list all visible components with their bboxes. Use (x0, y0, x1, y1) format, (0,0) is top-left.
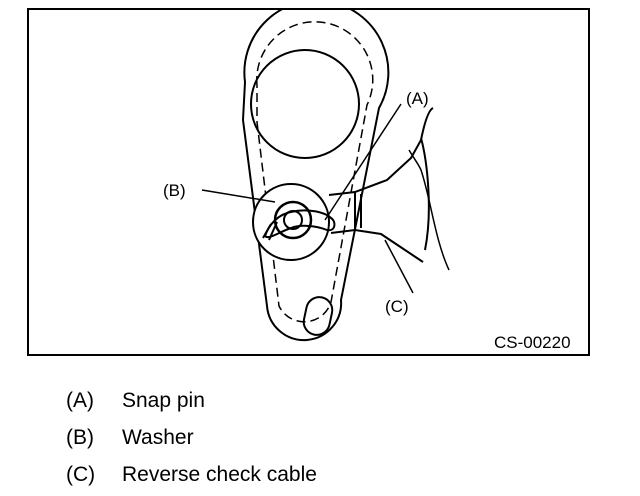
washer (252, 183, 330, 261)
cable-housing (420, 107, 434, 251)
cable-end (328, 139, 424, 263)
legend-item-a: (A) Snap pin (66, 382, 317, 419)
cable-collar (354, 192, 362, 230)
legend-text: Reverse check cable (122, 463, 317, 486)
snap-pin-leg (262, 221, 278, 241)
legend-key: (C) (66, 463, 96, 486)
lever-illustration: (A) (B) (C) CS-00220 (163, 10, 571, 352)
callout-b: (B) (163, 181, 186, 200)
legend-item-b: (B) Washer (66, 419, 317, 456)
illustration-frame: (A) (B) (C) CS-00220 (27, 8, 590, 356)
callout-c: (C) (385, 297, 409, 316)
legend-key: (B) (66, 426, 94, 449)
cable-sheath-edge (408, 149, 450, 271)
leader-line-c (384, 239, 414, 294)
leader-line-a (324, 103, 402, 221)
lever-dashed-edge (256, 21, 374, 323)
leader-line-b (201, 189, 276, 203)
lever-hole (250, 49, 360, 159)
figure-id: CS-00220 (494, 333, 571, 352)
legend-text: Snap pin (122, 389, 205, 412)
lever-outline (241, 10, 390, 342)
callout-a: (A) (406, 89, 429, 108)
snap-pin (263, 209, 336, 238)
legend: (A) Snap pin (B) Washer (C) Reverse chec… (66, 382, 317, 493)
legend-text: Washer (122, 426, 194, 449)
legend-key: (A) (66, 389, 94, 412)
legend-item-c: (C) Reverse check cable (66, 456, 317, 493)
lever-slot (302, 296, 334, 336)
